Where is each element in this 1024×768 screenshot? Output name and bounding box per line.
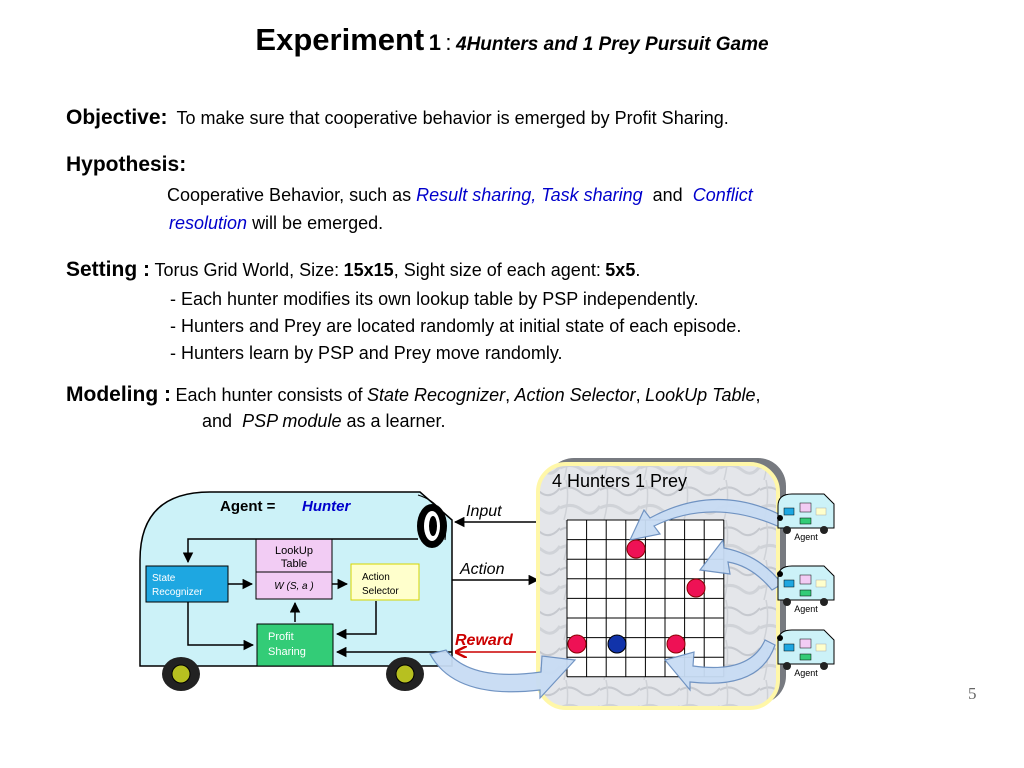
mini-agent: Agent	[777, 629, 835, 678]
internal-arrows	[182, 538, 452, 658]
modeling-comma-3: ,	[755, 385, 761, 405]
reward-arrow: Reward	[455, 632, 538, 652]
objective-line: Objective: To make sure that cooperative…	[66, 106, 729, 130]
action-label: Action	[459, 561, 505, 578]
setting-line: Setting : Torus Grid World, Size: 15x15,…	[66, 258, 640, 282]
hunter-token	[686, 578, 706, 598]
hypothesis-line-1: Cooperative Behavior, such as Result sha…	[167, 185, 753, 206]
hunter-token	[666, 634, 686, 654]
setting-text-3: .	[635, 260, 641, 280]
slide-title: Experiment 1 : 4Hunters and 1 Prey Pursu…	[0, 22, 1024, 58]
headlight-icon	[417, 504, 447, 548]
modeling-and: and	[202, 411, 233, 431]
modeling-psp-module: PSP module	[242, 411, 342, 431]
lookup-table-formula: W (S, a )	[274, 581, 313, 592]
action-selector-box: Action Selector	[350, 563, 420, 601]
modeling-text-1: Each hunter consists of	[175, 385, 363, 405]
world-title: 4 Hunters 1 Prey	[552, 471, 687, 491]
input-label: Input	[466, 503, 502, 520]
modeling-lookup-table: LookUp Table	[645, 385, 756, 405]
title-subtitle: 4Hunters and 1 Prey Pursuit Game	[456, 34, 769, 55]
curved-arrow-middle	[698, 538, 783, 591]
modeling-line-1: Modeling : Each hunter consists of State…	[66, 383, 761, 407]
setting-text-2: , Sight size of each agent:	[393, 260, 601, 280]
input-arrow: Input	[453, 503, 540, 528]
setting-sight: 5x5	[605, 260, 636, 280]
title-colon: :	[445, 30, 452, 55]
state-recognizer-line-1: State	[152, 573, 176, 584]
objective-text: To make sure that cooperative behavior i…	[176, 108, 729, 128]
modeling-line-2: and PSP module as a learner.	[202, 411, 446, 432]
profit-sharing-line-2: Sharing	[268, 646, 306, 658]
hypothesis-post: will be emerged.	[252, 213, 384, 233]
mini-agent-label: Agent	[794, 532, 818, 542]
curved-arrow-top	[628, 498, 791, 541]
hunter-label: Hunter	[302, 498, 351, 515]
modeling-comma-2: ,	[635, 385, 641, 405]
action-selector-line-1: Action	[362, 572, 390, 583]
modeling-label: Modeling :	[66, 383, 171, 406]
connector-dots	[777, 515, 783, 641]
modeling-state-recognizer: State Recognizer	[367, 385, 506, 405]
action-arrow: Action	[452, 561, 540, 586]
modeling-action-selector: Action Selector	[514, 385, 636, 405]
setting-bullet-1: - Each hunter modifies its own lookup ta…	[170, 289, 699, 309]
setting-size: 15x15	[343, 260, 394, 280]
setting-bullet-3: - Hunters learn by PSP and Prey move ran…	[170, 343, 563, 363]
mini-agent-label: Agent	[794, 604, 818, 614]
profit-sharing-line-1: Profit	[268, 631, 294, 643]
setting-text-1: Torus Grid World, Size:	[154, 260, 340, 280]
grid-world	[566, 519, 725, 678]
prey-token	[607, 634, 627, 654]
objective-label: Objective:	[66, 106, 168, 129]
modeling-comma-1: ,	[505, 385, 511, 405]
setting-bullet-2: - Hunters and Prey are located randomly …	[170, 316, 742, 336]
hypothesis-line-2: resolution will be emerged.	[169, 213, 383, 234]
page-number: 5	[968, 684, 977, 703]
title-number: 1	[428, 30, 441, 55]
mini-agent-label: Agent	[794, 668, 818, 678]
setting-label: Setting :	[66, 258, 150, 281]
mini-agent: Agent	[777, 493, 835, 542]
lookup-table-box: LookUp Table W (S, a )	[255, 538, 333, 600]
agent-label: Agent =	[220, 498, 276, 515]
wheel-right-icon	[386, 657, 424, 691]
hypothesis-resolution: resolution	[169, 213, 248, 233]
modeling-post: as a learner.	[346, 411, 446, 431]
state-recognizer-line-2: Recognizer	[152, 587, 203, 598]
mini-agent: Agent	[777, 565, 835, 614]
wheel-left-icon	[162, 657, 200, 691]
hunter-token	[626, 539, 646, 559]
reward-label: Reward	[455, 632, 514, 649]
hypothesis-and: and	[652, 185, 683, 205]
grid-agents	[567, 539, 706, 654]
action-selector-line-2: Selector	[362, 586, 399, 597]
hypothesis-examples: Result sharing, Task sharing	[416, 185, 643, 205]
lookup-table-line-1: LookUp	[275, 545, 313, 557]
curved-arrows	[429, 498, 791, 700]
title-main: Experiment	[255, 22, 425, 57]
state-recognizer-box: State Recognizer	[145, 565, 229, 603]
profit-sharing-box: Profit Sharing	[256, 623, 334, 667]
lookup-table-line-2: Table	[281, 558, 307, 570]
hypothesis-pre: Cooperative Behavior, such as	[167, 185, 412, 205]
curved-arrow-right	[663, 639, 776, 692]
hypothesis-label: Hypothesis:	[66, 153, 187, 176]
hunter-token	[567, 634, 587, 654]
hypothesis-conflict: Conflict	[692, 185, 753, 205]
curved-arrow-left	[429, 649, 577, 700]
